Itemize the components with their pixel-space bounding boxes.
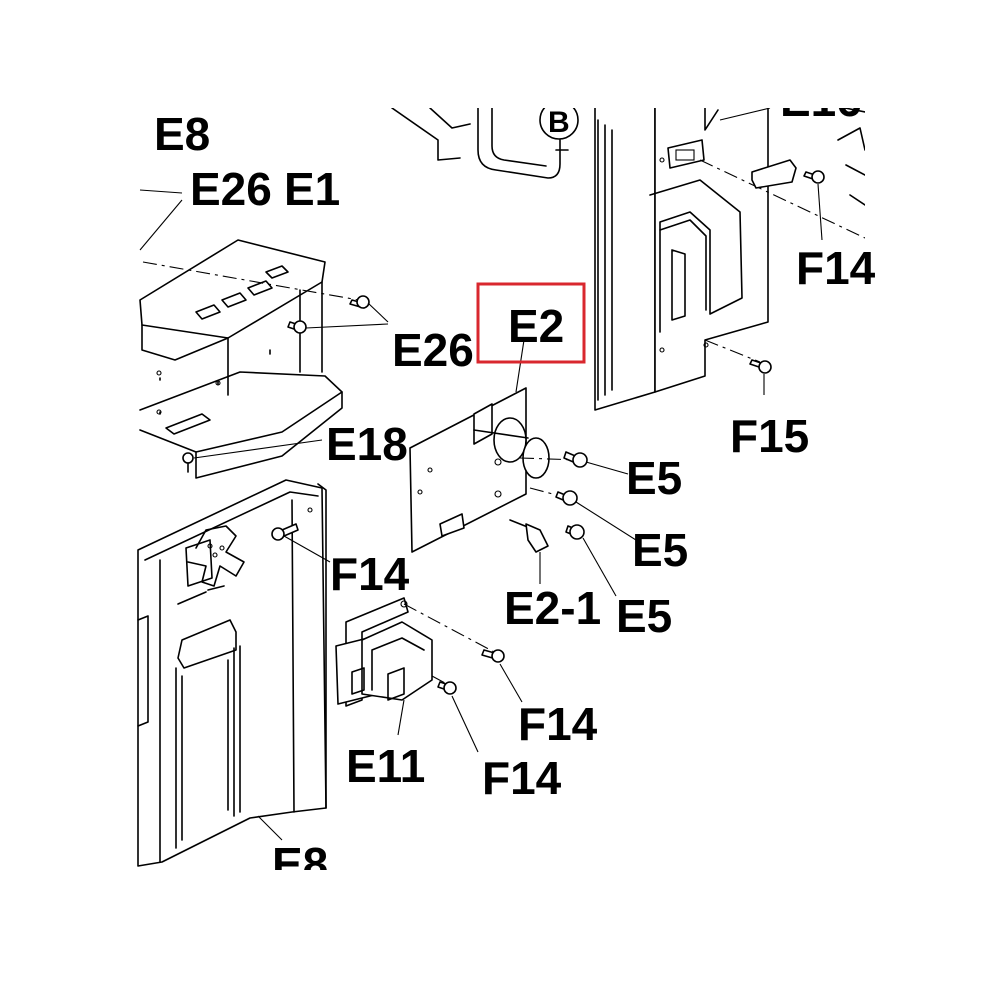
e8-side-panel [137, 479, 331, 867]
e5-screws [519, 451, 637, 597]
label-f14-top-right: F14 [796, 242, 876, 294]
label-f14-bottom: F14 [482, 752, 562, 804]
label-e16-partial: E16 [780, 74, 862, 126]
e11-transformer [335, 597, 523, 753]
right-side-panel [594, 108, 865, 411]
e2-pcb-drawing [409, 339, 550, 553]
label-e5-middle: E5 [632, 524, 688, 576]
label-b-marker: B [548, 106, 570, 139]
pipe-assembly-drawing [391, 108, 579, 179]
e2-1-fuse [509, 519, 549, 584]
label-e2: E2 [508, 300, 564, 352]
e26-screws [139, 189, 389, 334]
label-f14-mid-right: F14 [518, 698, 598, 750]
label-e5-top: E5 [626, 452, 682, 504]
e2-highlight-box [476, 282, 586, 364]
label-e26-right: E26 [392, 324, 474, 376]
label-e1: E1 [284, 163, 340, 215]
label-f14-left: F14 [330, 548, 410, 600]
label-f15: F15 [730, 410, 809, 462]
label-e18: E18 [326, 418, 408, 470]
label-e8-top: E8 [154, 108, 210, 160]
e18-screw [182, 439, 323, 473]
label-e5-bottom: E5 [616, 590, 672, 642]
label-e26-top: E26 [190, 163, 272, 215]
label-e11: E11 [346, 740, 425, 792]
label-e8-bottom: E8 [272, 838, 328, 890]
label-e2-1: E2-1 [504, 582, 601, 634]
e1-bracket-drawing [139, 239, 343, 479]
